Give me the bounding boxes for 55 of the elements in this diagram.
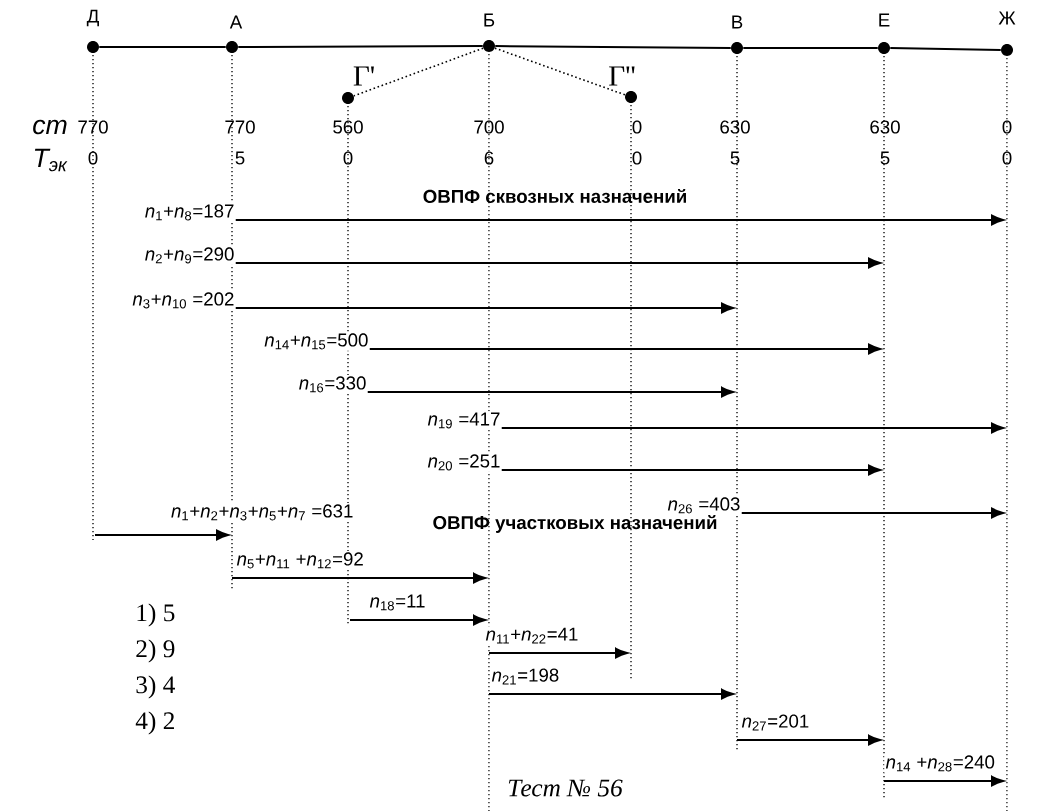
station-name: В xyxy=(732,15,743,29)
station-name: Г' xyxy=(353,66,374,86)
station-name: Ж xyxy=(998,11,1016,25)
flow-label: n$_{26}$ =403 xyxy=(666,496,742,515)
section-heading: ОВПФ участковых назначений xyxy=(433,515,717,533)
answer-option: 2) 9 xyxy=(136,639,175,663)
dotted-line xyxy=(353,47,484,97)
flow-label: n$_{2}$+n$_{9}$=290 xyxy=(143,246,236,265)
flow-label: n$_{5}$+n$_{11}$ +n$_{12}$=92 xyxy=(235,551,366,570)
flow-label: n$_{1}$+n$_{2}$+n$_{3}$+n$_{5}$+n$_{7}$ =631 xyxy=(169,503,355,522)
station-name: Д xyxy=(86,9,99,27)
track-line xyxy=(98,46,227,48)
value-label: 5 xyxy=(880,151,890,165)
station-name: Г'' xyxy=(609,66,635,86)
value-label: 5 xyxy=(235,151,245,165)
value-label: 700 xyxy=(474,120,504,134)
value-label: 560 xyxy=(333,120,363,134)
section-heading: ОВПФ сквозных назначений xyxy=(423,188,686,204)
value-label: 0 xyxy=(1002,151,1012,165)
track-line xyxy=(889,47,1002,51)
flow-label: n$_{20}$ =251 xyxy=(426,453,502,472)
station-name: Е xyxy=(879,13,890,27)
flow-label: n$_{14}$ +n$_{28}$=240 xyxy=(884,754,997,773)
station-name: А xyxy=(229,15,243,29)
caption: Тест № 56 xyxy=(508,779,623,797)
flow-label: n$_{21}$=198 xyxy=(490,667,561,686)
value-label: 770 xyxy=(78,120,108,134)
flow-label: n$_{14}$+n$_{15}$=500 xyxy=(262,332,370,351)
value-label: 630 xyxy=(720,120,750,134)
track-line xyxy=(237,45,484,48)
value-label: 0 xyxy=(1002,120,1012,134)
flow-label: n$_{11}$+n$_{22}$=41 xyxy=(484,626,580,645)
row-label: ст xyxy=(33,119,67,135)
value-label: 770 xyxy=(225,120,255,134)
flow-label: n$_{1}$+n$_{8}$=187 xyxy=(143,203,236,222)
answer-option: 3) 4 xyxy=(136,675,175,699)
value-label: 630 xyxy=(870,120,900,134)
value-label: 0 xyxy=(343,151,353,165)
flow-label: n$_{18}$=11 xyxy=(368,593,427,612)
track-line xyxy=(742,47,879,49)
value-label: 6 xyxy=(484,151,494,165)
dotted-line xyxy=(494,47,626,96)
flow-label: n$_{3}$+n$_{10}$ =202 xyxy=(131,291,236,310)
value-label: 0 xyxy=(632,120,642,134)
value-label: 0 xyxy=(88,151,98,165)
flow-label: n$_{19}$ =417 xyxy=(426,411,502,430)
value-label: 0 xyxy=(632,151,642,165)
value-label: 5 xyxy=(730,151,740,165)
answer-option: 4) 2 xyxy=(135,711,174,735)
station-name: Б xyxy=(484,13,495,27)
flow-label: n$_{16}$=330 xyxy=(297,375,368,394)
answer-option: 1) 5 xyxy=(137,603,175,627)
flow-label: n$_{27}$=201 xyxy=(740,713,811,732)
row-label: Т$_{эк}$ xyxy=(34,148,68,172)
track-line xyxy=(494,45,732,49)
